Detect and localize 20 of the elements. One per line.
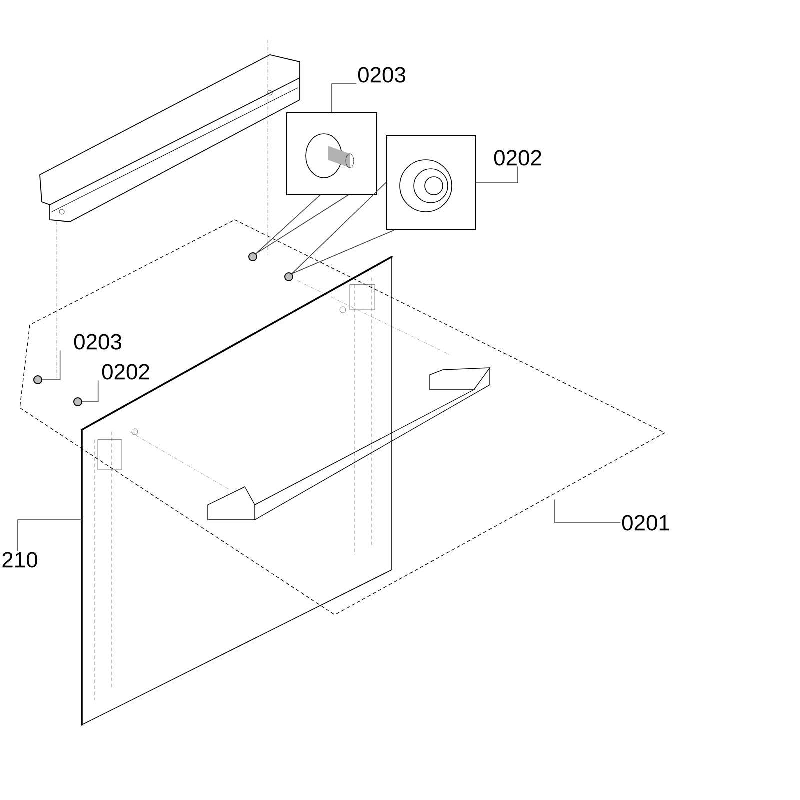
part-number: 0203 bbox=[358, 67, 406, 83]
leader-line bbox=[256, 195, 348, 254]
leader-line bbox=[554, 500, 621, 524]
leader-line bbox=[292, 182, 394, 274]
part-number: 0202 bbox=[494, 150, 542, 166]
leader-line bbox=[18, 520, 82, 552]
screw-part bbox=[74, 398, 82, 406]
leader-line bbox=[476, 166, 518, 184]
detail-inset bbox=[286, 112, 378, 196]
leader-line bbox=[82, 380, 99, 402]
part-number: 210 bbox=[2, 552, 38, 568]
screw-part bbox=[34, 376, 42, 384]
leader-line bbox=[42, 350, 61, 380]
part-number: 0203 bbox=[74, 334, 122, 350]
leader-line bbox=[332, 84, 357, 113]
screw-part bbox=[284, 272, 294, 282]
part-number: 0201 bbox=[622, 515, 670, 531]
detail-inset bbox=[386, 136, 476, 230]
screw-part bbox=[248, 252, 258, 262]
part-number: 0202 bbox=[102, 364, 150, 380]
